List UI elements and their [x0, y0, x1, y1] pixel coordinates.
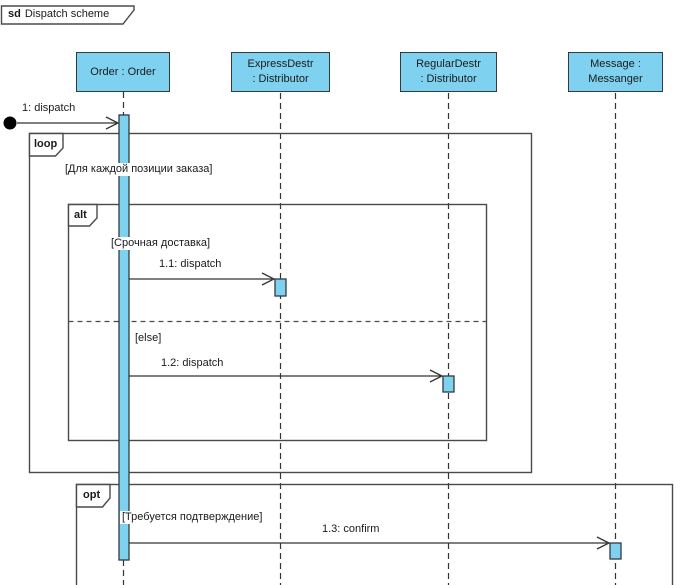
lifeline-name-line1: RegularDestr [416, 58, 481, 70]
lifeline-header-expressdestr[interactable]: ExpressDestr : Distributor [231, 52, 330, 92]
lifeline-header-regulardestr[interactable]: RegularDestr : Distributor [400, 52, 497, 92]
message-1-3-label: 1.3: confirm [322, 523, 380, 535]
lifeline-header-order[interactable]: Order : Order [76, 52, 170, 92]
opt-guard-condition: [Требуется подтверждение] [120, 511, 265, 524]
loop-guard-condition: [Для каждой позиции заказа] [63, 163, 215, 176]
found-message-circle-icon[interactable] [3, 116, 17, 130]
opt-fragment-frame[interactable] [75, 483, 674, 585]
message-1-2-arrowhead-icon [429, 369, 444, 383]
regular-activation-bar[interactable] [442, 375, 455, 393]
alt-operator-pentagon[interactable] [67, 203, 98, 227]
loop-operator-pentagon[interactable] [28, 132, 64, 157]
lifeline-name-line2: : Distributor [420, 73, 477, 85]
opt-operator-label: opt [83, 489, 101, 501]
loop-operator-label: loop [34, 138, 58, 150]
message-1-1-label: 1.1: dispatch [159, 258, 222, 270]
alt-guard-condition-else: [else] [133, 332, 164, 345]
message-1-1-arrowhead-icon [261, 272, 276, 286]
lifeline-name-line1: Order : Order [90, 65, 156, 78]
alt-guard-condition-if: [Срочная доставка] [109, 237, 213, 250]
lifeline-name-line2: : Distributor [252, 73, 309, 85]
message-1-2-label: 1.2: dispatch [161, 357, 224, 369]
express-activation-bar[interactable] [274, 278, 287, 297]
lifeline-name-line2: Messanger [588, 73, 643, 85]
message-1-3-arrowhead-icon [596, 536, 611, 550]
lifeline-name-line1: Message : [590, 58, 641, 70]
opt-operator-pentagon[interactable] [75, 483, 111, 508]
alt-operator-label: alt [74, 209, 87, 221]
loop-fragment-frame[interactable] [28, 132, 533, 474]
message-1-arrowhead-icon [105, 116, 120, 130]
lifeline-name-line1: ExpressDestr [247, 58, 314, 70]
message-1-label: 1: dispatch [22, 102, 76, 114]
diagram-title: Dispatch scheme [24, 8, 110, 20]
diagram-keyword: sd [8, 8, 21, 20]
order-activation-bar[interactable] [118, 114, 130, 561]
message-activation-bar[interactable] [609, 542, 622, 560]
alt-fragment-frame[interactable] [67, 203, 488, 442]
diagram-title-tab-shape [0, 5, 135, 25]
lifeline-header-messanger[interactable]: Message : Messanger [568, 52, 663, 92]
